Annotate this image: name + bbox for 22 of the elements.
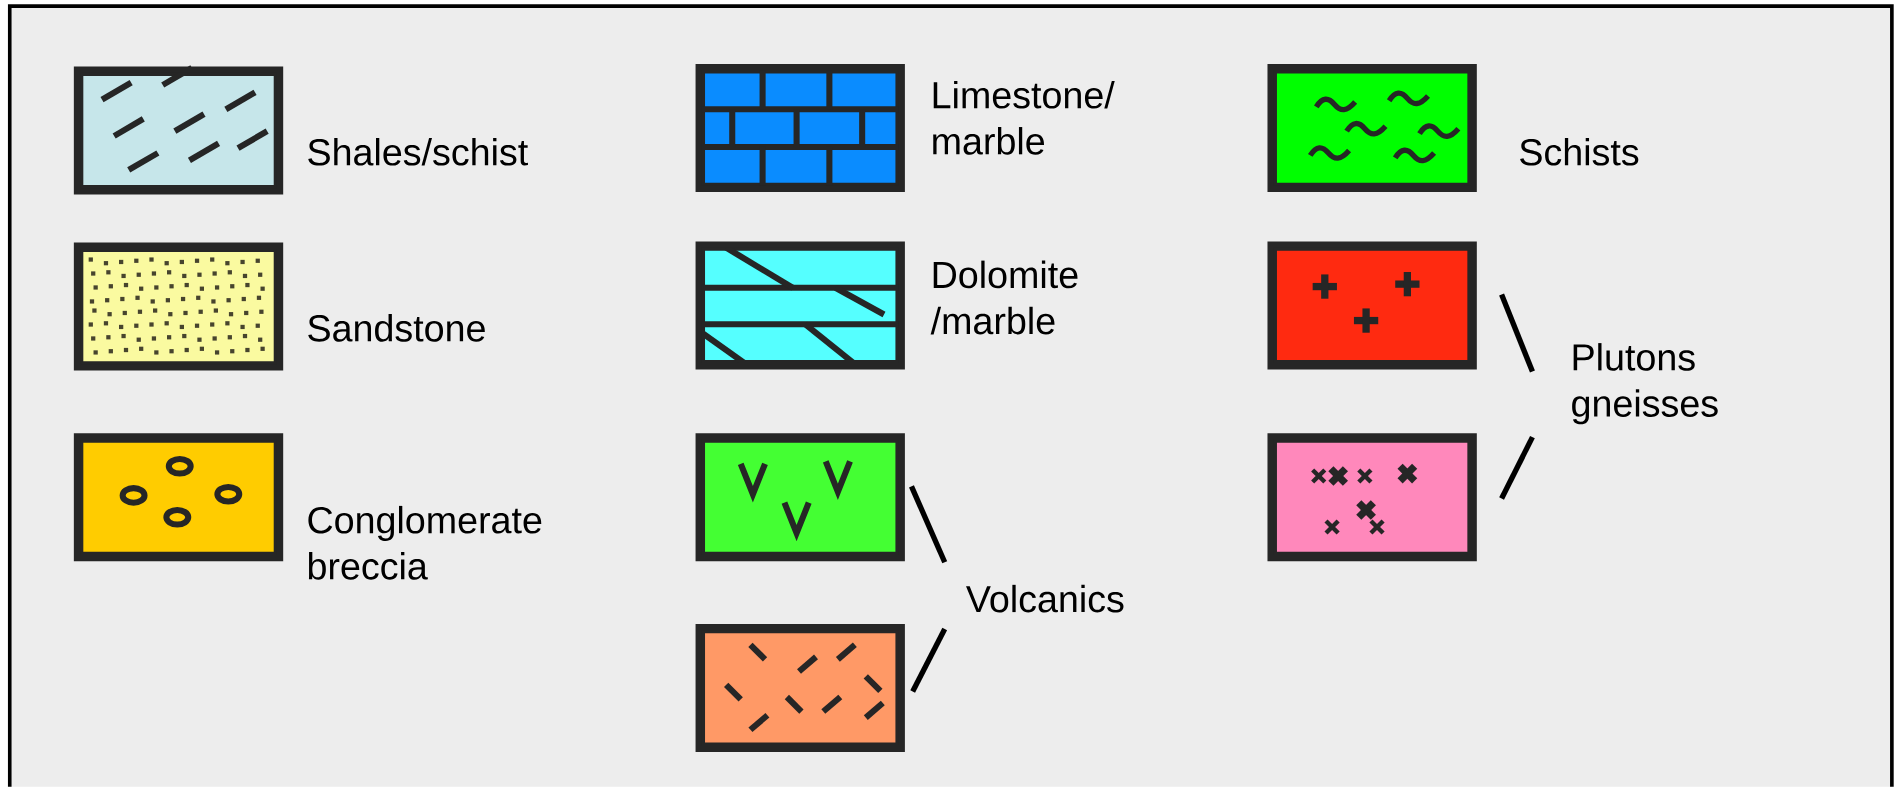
rock-pattern-swatch [695, 241, 905, 370]
rock-pattern-swatch [695, 433, 905, 562]
group-label: Plutons gneisses [1572, 343, 1718, 425]
leader-line [909, 485, 948, 564]
leader-line [1499, 293, 1535, 373]
rock-pattern-swatch [1267, 433, 1477, 562]
rock-type-label: Sandstone [308, 314, 485, 342]
rock-pattern-swatch [1267, 241, 1477, 370]
rock-type-label: Dolomite /marble [930, 260, 1078, 335]
rock-pattern-swatch [695, 623, 905, 752]
group-label: Volcanics [966, 584, 1124, 613]
rock-type-label: Conglomerate breccia [308, 505, 542, 580]
rock-pattern-swatch [73, 65, 284, 195]
rock-pattern-swatch [73, 433, 284, 562]
leader-line [1499, 436, 1535, 500]
rock-pattern-swatch [1267, 64, 1477, 193]
rock-type-label: Limestone/ marble [933, 80, 1115, 155]
rock-type-label: Shales/schist [308, 138, 528, 166]
rock-pattern-swatch [695, 64, 905, 193]
rock-pattern-swatch [73, 242, 284, 371]
rock-type-label: Schists [1520, 138, 1639, 166]
leader-line [910, 627, 948, 693]
